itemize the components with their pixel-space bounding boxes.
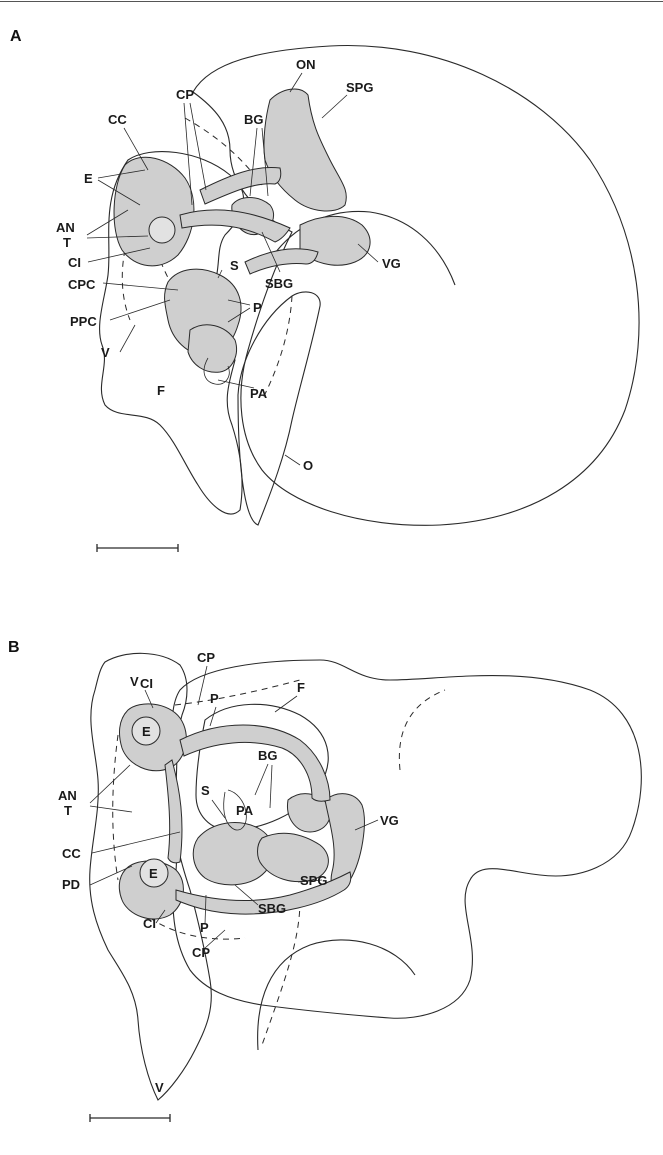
label-b-spg: SPG: [300, 873, 327, 888]
panel-a-letter: A: [10, 28, 22, 45]
label-pa: PA: [250, 386, 268, 401]
label-b-v-top: V: [130, 674, 139, 689]
label-b-sbg: SBG: [258, 901, 286, 916]
panel-b: B: [8, 639, 641, 1122]
label-b-e-top: E: [142, 724, 151, 739]
label-ci: CI: [68, 255, 81, 270]
label-b-t: T: [64, 803, 72, 818]
panel-a-operculum: [238, 292, 320, 525]
panel-b-dashed-2: [113, 735, 118, 880]
label-b-s: S: [201, 783, 210, 798]
label-b-ci-bottom: CI: [143, 916, 156, 931]
panel-b-dashed-3: [262, 900, 300, 1045]
label-b-p-bottom: P: [200, 920, 209, 935]
label-f: F: [157, 383, 165, 398]
label-b-bg: BG: [258, 748, 278, 763]
label-b-cc: CC: [62, 846, 81, 861]
label-on: ON: [296, 57, 316, 72]
label-b-cp-bottom: CP: [192, 945, 210, 960]
label-vg: VG: [382, 256, 401, 271]
label-b-vg: VG: [380, 813, 399, 828]
label-b-ci-top: CI: [140, 676, 153, 691]
label-b-cp-top: CP: [197, 650, 215, 665]
label-an: AN: [56, 220, 75, 235]
label-b-e-bottom: E: [149, 866, 158, 881]
label-s: S: [230, 258, 239, 273]
panel-b-letter: B: [8, 639, 20, 656]
label-sbg: SBG: [265, 276, 293, 291]
label-o: O: [303, 458, 313, 473]
label-cc: CC: [108, 112, 127, 127]
label-b-an: AN: [58, 788, 77, 803]
label-p: P: [253, 300, 262, 315]
panel-b-shell-lower-arc: [258, 940, 415, 1050]
label-cpc: CPC: [68, 277, 96, 292]
label-e: E: [84, 171, 93, 186]
label-ppc: PPC: [70, 314, 97, 329]
panel-a-dashed-3: [262, 296, 292, 400]
label-cp: CP: [176, 87, 194, 102]
label-t: T: [63, 235, 71, 250]
label-b-p-top: P: [210, 691, 219, 706]
panel-b-dashed-1: [175, 680, 300, 705]
panel-a-commissure-3: [245, 249, 318, 274]
panel-b-scale-bar: [90, 1114, 170, 1122]
label-b-v-bottom: V: [155, 1080, 164, 1095]
panel-a-scale-bar: [97, 544, 178, 552]
panel-b-commissure-left: [165, 760, 182, 863]
label-b-pd: PD: [62, 877, 80, 892]
label-bg: BG: [244, 112, 264, 127]
panel-a: A: [10, 28, 639, 552]
label-b-pa: PA: [236, 803, 254, 818]
label-v: V: [101, 345, 110, 360]
label-spg: SPG: [346, 80, 373, 95]
label-b-f: F: [297, 680, 305, 695]
panel-b-dashed-4: [399, 690, 445, 770]
panel-a-statocyst: [149, 217, 175, 243]
